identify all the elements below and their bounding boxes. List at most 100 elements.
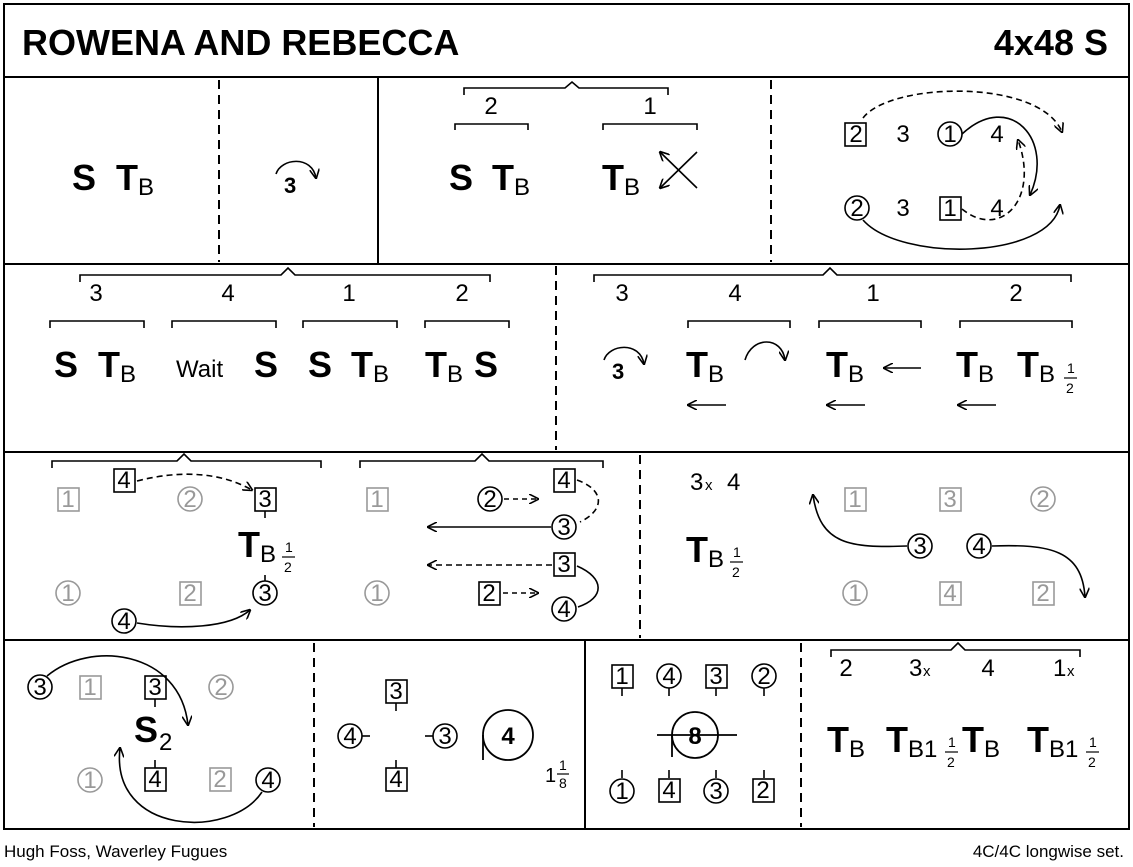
svg-text:B: B (849, 736, 865, 763)
svg-text:B: B (984, 736, 1000, 763)
svg-text:2: 2 (482, 580, 495, 607)
svg-text:B: B (138, 174, 154, 201)
svg-text:B: B (1039, 361, 1055, 388)
svg-text:4: 4 (728, 280, 741, 307)
svg-text:2: 2 (455, 280, 468, 307)
svg-text:B: B (708, 361, 724, 388)
svg-text:1: 1 (61, 486, 74, 513)
svg-text:3: 3 (33, 674, 46, 701)
dashed-dividers (218, 80, 802, 827)
svg-text:T: T (827, 719, 849, 760)
svg-text:3: 3 (909, 655, 922, 682)
svg-text:1: 1 (943, 121, 956, 148)
svg-text:3: 3 (913, 533, 926, 560)
svg-text:x: x (1067, 663, 1075, 680)
svg-text:3: 3 (258, 580, 271, 607)
svg-text:4: 4 (981, 655, 994, 682)
svg-text:3: 3 (709, 778, 722, 805)
row2-left-brackets (49, 266, 510, 328)
dance-code: 4x48 S (994, 22, 1108, 63)
svg-text:4: 4 (662, 777, 675, 804)
svg-text:T: T (886, 719, 908, 760)
svg-text:2: 2 (213, 766, 226, 793)
row2-right-numbers: 3 4 1 2 (615, 280, 1022, 307)
svg-text:1: 1 (545, 765, 556, 787)
svg-text:1: 1 (615, 663, 628, 690)
svg-text:T: T (956, 344, 978, 385)
svg-text:3: 3 (943, 486, 956, 513)
svg-text:4: 4 (501, 723, 515, 750)
svg-text:4: 4 (389, 766, 402, 793)
row4-p3-figure: 1 4 3 2 8 1 4 3 2 (609, 663, 777, 805)
svg-text:4: 4 (727, 469, 740, 496)
svg-text:S: S (254, 344, 278, 385)
row1-setting-text: S T B (72, 157, 154, 201)
svg-text:4: 4 (117, 608, 130, 635)
svg-text:4: 4 (343, 723, 356, 750)
svg-text:3: 3 (690, 469, 703, 496)
svg-text:B: B (624, 174, 640, 201)
svg-text:S: S (134, 709, 158, 750)
svg-text:2: 2 (284, 559, 292, 575)
row2-left-numbers: 3 4 1 2 (89, 280, 468, 307)
svg-text:1: 1 (83, 674, 96, 701)
svg-text:1: 1 (1089, 734, 1097, 750)
svg-text:B: B (708, 546, 724, 573)
svg-text:1: 1 (848, 486, 861, 513)
svg-text:B1: B1 (1049, 736, 1078, 763)
svg-text:3: 3 (709, 663, 722, 690)
svg-text:4: 4 (261, 767, 274, 794)
svg-text:1: 1 (1053, 655, 1066, 682)
svg-text:T: T (351, 344, 373, 385)
svg-text:4: 4 (972, 533, 985, 560)
row4-p1-figure: 3 1 3 2 S 2 1 4 2 4 (27, 655, 281, 824)
svg-text:T: T (1027, 719, 1049, 760)
svg-text:8: 8 (559, 775, 567, 791)
svg-text:1: 1 (61, 580, 74, 607)
svg-text:T: T (1017, 344, 1039, 385)
svg-text:x: x (923, 663, 931, 680)
svg-text:T: T (98, 344, 120, 385)
row2-left-text: S T B Wait S S T B T B S (54, 344, 498, 388)
svg-text:4: 4 (557, 596, 570, 623)
svg-text:3: 3 (896, 195, 909, 222)
svg-text:B: B (120, 361, 136, 388)
svg-text:T: T (425, 344, 447, 385)
svg-text:3: 3 (612, 359, 624, 384)
svg-text:S: S (474, 344, 498, 385)
svg-text:2: 2 (1036, 580, 1049, 607)
svg-text:4: 4 (943, 580, 956, 607)
svg-text:1: 1 (643, 93, 656, 120)
row3-p2-figure: 1 2 4 3 1 3 2 4 (359, 452, 604, 623)
svg-text:B1: B1 (908, 736, 937, 763)
svg-text:B: B (260, 541, 276, 568)
svg-text:1: 1 (370, 580, 383, 607)
row1-c4-figure: 2 3 1 4 2 3 1 4 (844, 90, 1062, 250)
svg-text:S: S (54, 344, 78, 385)
svg-text:4: 4 (117, 467, 130, 494)
row2-right-arrows (688, 341, 996, 405)
row4-p2-figure: 3 4 3 4 4 1 1 8 (337, 678, 569, 793)
svg-text:8: 8 (688, 723, 701, 750)
svg-text:2: 2 (484, 93, 497, 120)
svg-text:B: B (848, 361, 864, 388)
svg-text:T: T (962, 719, 984, 760)
row3-p3-figure: 3 x 4 T B 1 2 1 3 2 3 4 1 4 2 (686, 469, 1085, 607)
svg-text:2: 2 (1009, 280, 1022, 307)
svg-text:T: T (686, 529, 708, 570)
svg-text:3: 3 (284, 173, 296, 198)
svg-text:2: 2 (159, 729, 172, 756)
svg-text:2: 2 (757, 663, 770, 690)
turn-three-icon-2: 3 (603, 346, 644, 384)
svg-text:1: 1 (370, 486, 383, 513)
svg-text:1: 1 (615, 778, 628, 805)
svg-text:2: 2 (183, 486, 196, 513)
svg-text:4: 4 (662, 663, 675, 690)
footer-set: 4C/4C longwise set. (973, 842, 1124, 861)
svg-text:B: B (514, 174, 530, 201)
svg-text:4: 4 (221, 280, 234, 307)
svg-text:2: 2 (1066, 380, 1074, 396)
turn-three-icon: 3 (275, 160, 316, 198)
footer-author: Hugh Foss, Waverley Fugues (4, 842, 227, 861)
svg-text:4: 4 (148, 766, 161, 793)
